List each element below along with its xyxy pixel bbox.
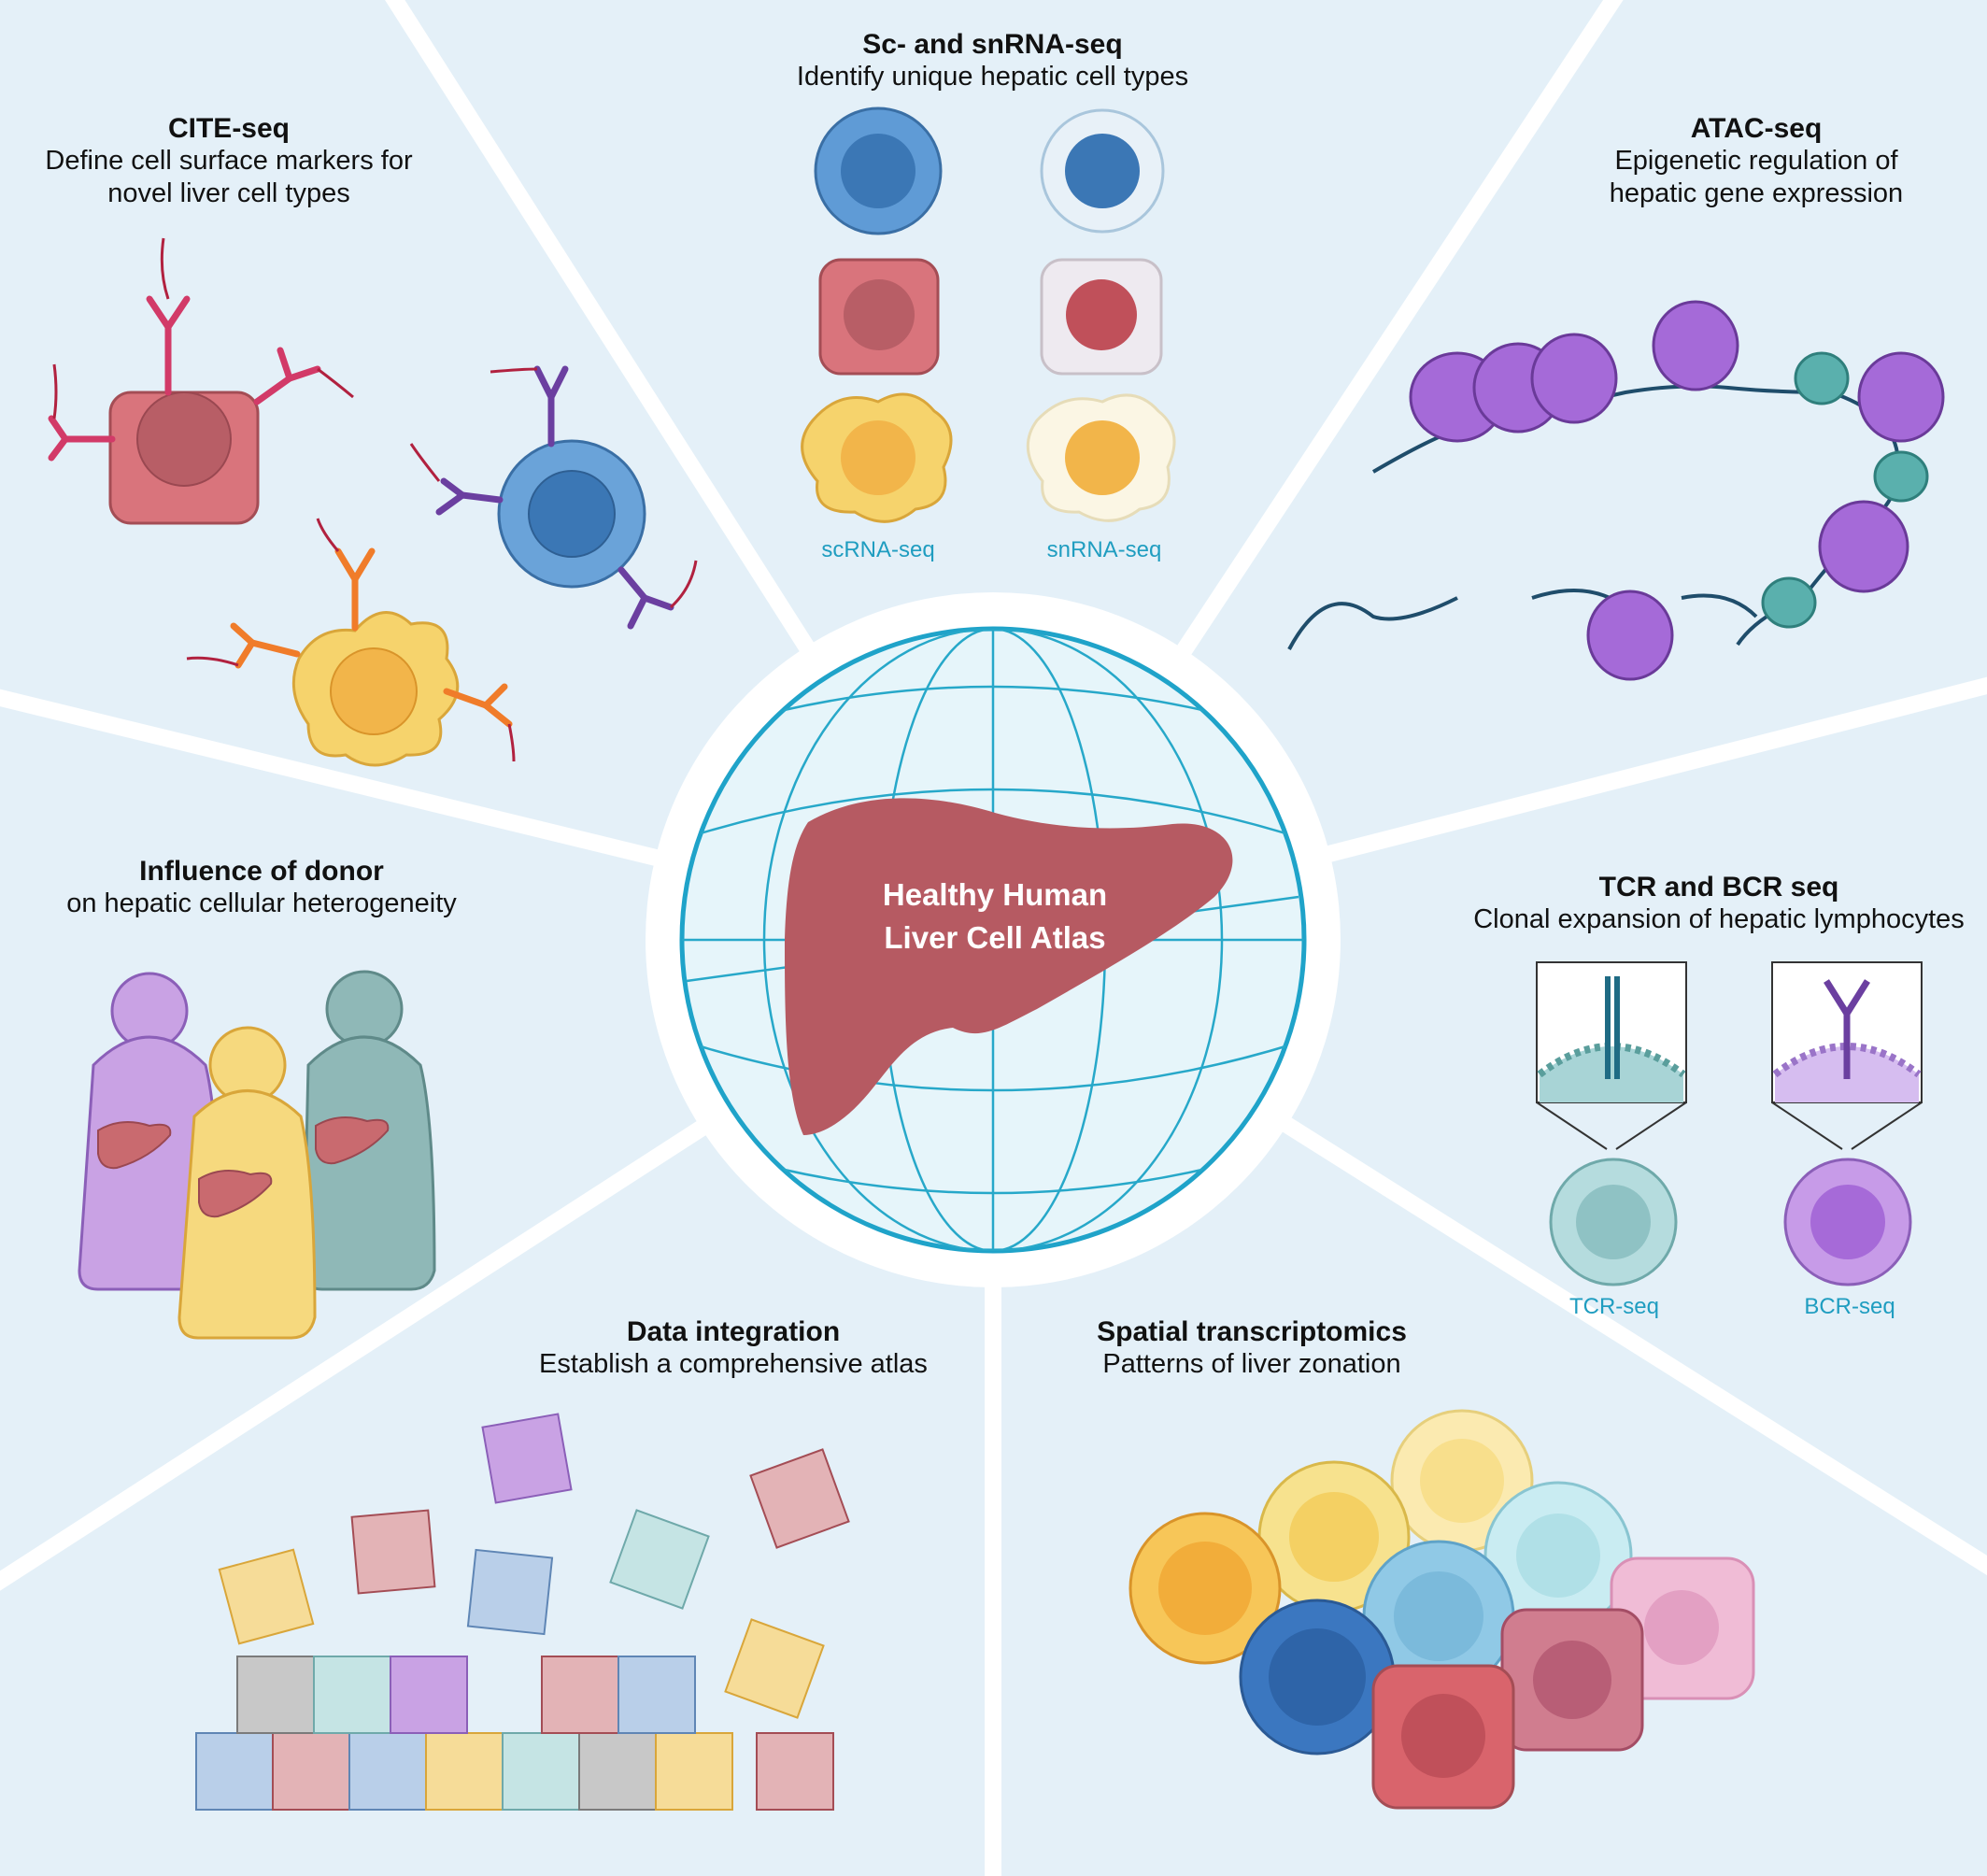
cite-seq-desc-line2: novel liver cell types [107,178,350,208]
spatial-label: Spatial transcriptomics Patterns of live… [1056,1315,1448,1381]
data-integration-desc: Establish a comprehensive atlas [539,1349,928,1380]
tcr-bcr-desc: Clonal expansion of hepatic lymphocytes [1473,904,1965,935]
atac-seq-illustration [1287,300,1945,681]
sc-snrna-desc: Identify unique hepatic cell types [796,62,1189,92]
sc-snrna-title: Sc- and snRNA-seq [862,29,1123,60]
atlas-title: Healthy Human Liver Cell Atlas [822,874,1168,959]
bcr-seq-label: BCR-seq [1804,1294,1895,1319]
spatial-desc: Patterns of liver zonation [1102,1349,1401,1380]
atlas-title-line1: Healthy Human [882,877,1108,912]
data-integration-title: Data integration [626,1316,841,1347]
atac-seq-label: ATAC-seq Epigenetic regulation of hepati… [1551,112,1962,209]
cite-seq-illustration [48,237,698,767]
atlas-title-line2: Liver Cell Atlas [884,920,1106,956]
data-integration-label: Data integration Establish a comprehensi… [509,1315,958,1381]
atac-seq-desc-line1: Epigenetic regulation of [1614,146,1898,177]
atac-seq-title: ATAC-seq [1690,113,1823,144]
donor-illustration [78,970,436,1340]
scrna-seq-label: scRNA-seq [821,537,935,562]
data-integration-illustration [195,1413,850,1811]
sc-snrna-label: Sc- and snRNA-seq Identify unique hepati… [747,28,1238,93]
tcr-seq-label: TCR-seq [1568,1294,1659,1319]
snrna-seq-label: snRNA-seq [1046,537,1162,562]
sc-snrna-illustration [801,107,1176,523]
spatial-title: Spatial transcriptomics [1097,1316,1407,1347]
donor-desc: on hepatic cellular heterogeneity [66,888,457,919]
tcr-bcr-illustration [1536,961,1923,1286]
liver-shape [785,798,1233,1135]
cite-seq-label: CITE-seq Define cell surface markers for… [19,112,439,209]
cite-seq-title: CITE-seq [167,113,291,144]
donor-title: Influence of donor [139,856,384,887]
atac-seq-desc-line2: hepatic gene expression [1609,178,1904,208]
donor-label: Influence of donor on hepatic cellular h… [37,855,486,920]
spatial-illustration [1128,1409,1755,1810]
tcr-bcr-title: TCR and BCR seq [1598,872,1839,902]
cite-seq-desc-line1: Define cell surface markers for [45,146,413,177]
tcr-bcr-label: TCR and BCR seq Clonal expansion of hepa… [1457,871,1980,936]
